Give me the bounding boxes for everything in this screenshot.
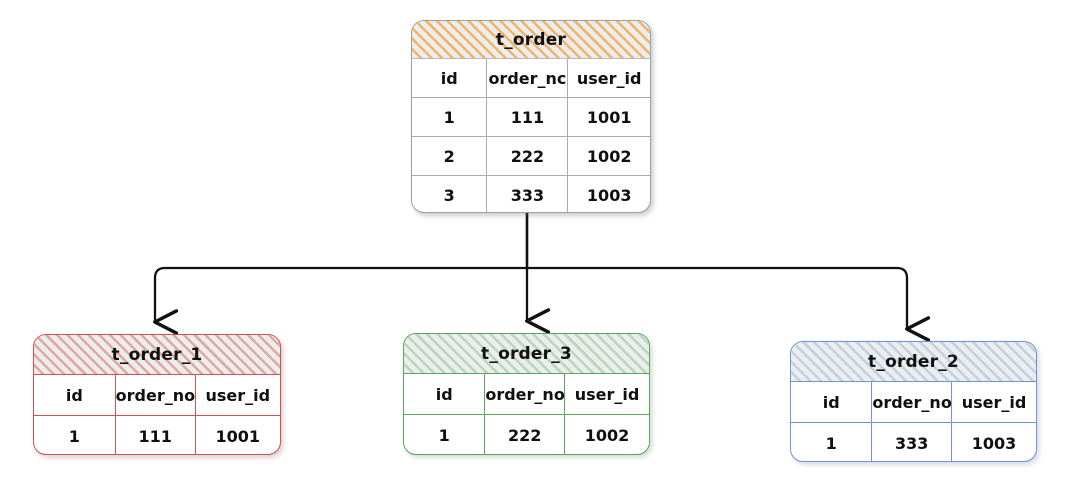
cell-order-no: 111 xyxy=(486,97,569,137)
table-header-t-order-3: t_order_3 xyxy=(404,334,649,374)
cell-user-id: 1002 xyxy=(563,414,649,454)
connector-to-t-order-2 xyxy=(525,266,931,342)
cell-user-id: 1001 xyxy=(567,97,650,137)
table-header-t-order-2: t_order_2 xyxy=(791,342,1036,382)
cell-user-id: 1002 xyxy=(567,136,650,176)
column-header-order-no: order_no xyxy=(114,375,196,416)
table-grid-t-order-3: id order_no user_id 1 222 1002 xyxy=(404,374,649,454)
table-header-row: id order_nc user_id xyxy=(412,59,650,98)
cell-id: 1 xyxy=(412,97,488,137)
cell-order-no: 222 xyxy=(484,414,565,454)
table-row: 3 333 1003 xyxy=(412,175,650,212)
column-header-id: id xyxy=(412,59,488,98)
table-card-t-order-1: t_order_1 id order_no user_id 1 111 1001 xyxy=(33,334,281,455)
table-title-t-order-2: t_order_2 xyxy=(868,351,959,372)
column-header-id: id xyxy=(404,374,486,415)
cell-order-no: 333 xyxy=(871,422,952,461)
cell-id: 1 xyxy=(34,415,116,454)
table-card-t-order: t_order id order_nc user_id 1 111 1001 2… xyxy=(411,20,651,213)
column-header-user-id: user_id xyxy=(950,382,1036,423)
column-header-order-no: order_no xyxy=(871,382,952,423)
column-header-user-id: user_id xyxy=(567,59,650,98)
cell-order-no: 111 xyxy=(114,415,196,454)
column-header-id: id xyxy=(791,382,873,423)
cell-order-no: 222 xyxy=(486,136,569,176)
cell-user-id: 1003 xyxy=(950,422,1036,461)
cell-id: 3 xyxy=(412,175,488,212)
table-header-row: id order_no user_id xyxy=(791,382,1036,423)
table-row: 1 222 1002 xyxy=(404,414,649,454)
column-header-order-no: order_no xyxy=(484,374,565,415)
connector-to-t-order-1 xyxy=(153,266,529,335)
cell-id: 1 xyxy=(404,414,486,454)
cell-id: 2 xyxy=(412,136,488,176)
table-row: 1 111 1001 xyxy=(34,415,280,454)
table-title-t-order: t_order xyxy=(495,29,567,50)
table-header-t-order: t_order xyxy=(412,21,650,59)
table-row: 1 333 1003 xyxy=(791,422,1036,461)
column-header-user-id: user_id xyxy=(194,375,280,416)
table-row: 2 222 1002 xyxy=(412,136,650,176)
column-header-id: id xyxy=(34,375,116,416)
cell-user-id: 1003 xyxy=(567,175,650,212)
column-header-order-no: order_nc xyxy=(486,59,569,98)
table-header-row: id order_no user_id xyxy=(404,374,649,415)
column-header-user-id: user_id xyxy=(563,374,649,415)
table-grid-t-order-2: id order_no user_id 1 333 1003 xyxy=(791,382,1036,461)
cell-user-id: 1001 xyxy=(194,415,280,454)
table-card-t-order-2: t_order_2 id order_no user_id 1 333 1003 xyxy=(790,341,1037,462)
table-row: 1 111 1001 xyxy=(412,97,650,137)
table-card-t-order-3: t_order_3 id order_no user_id 1 222 1002 xyxy=(403,333,650,455)
table-title-t-order-1: t_order_1 xyxy=(111,344,203,365)
table-grid-t-order-1: id order_no user_id 1 111 1001 xyxy=(34,375,280,454)
table-header-row: id order_no user_id xyxy=(34,375,280,416)
table-header-t-order-1: t_order_1 xyxy=(34,335,280,375)
table-grid-t-order: id order_nc user_id 1 111 1001 2 222 100… xyxy=(412,59,650,212)
cell-id: 1 xyxy=(791,422,873,461)
cell-order-no: 333 xyxy=(486,175,569,212)
table-title-t-order-3: t_order_3 xyxy=(481,343,572,364)
